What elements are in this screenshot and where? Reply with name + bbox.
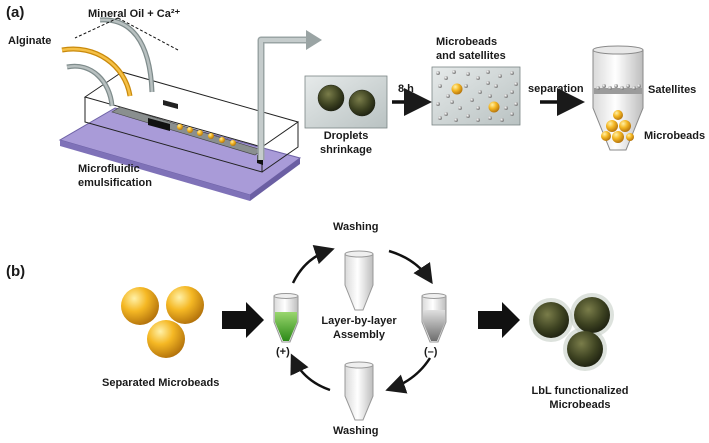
chip-platform-side-right [250, 158, 300, 201]
functionalized-beads [529, 293, 614, 371]
droplets-label-line1: Droplets [323, 130, 369, 142]
shrink-droplet-2 [348, 89, 376, 117]
thick-arrow-left [222, 302, 264, 338]
shrink-droplet-1 [317, 84, 345, 112]
separated-beads [121, 286, 204, 358]
separated-microbeads-label: Separated Microbeads [102, 377, 220, 389]
tube-minus [421, 293, 447, 343]
junction-block [148, 118, 170, 131]
tube-top [344, 250, 374, 311]
cycle-arrows [290, 245, 433, 394]
minus-label: (–) [424, 346, 438, 358]
washing-top-label: Washing [333, 221, 379, 233]
panel-a-tag: (a) [6, 4, 25, 21]
microbeads-label: Microbeads [644, 130, 706, 142]
lbl-assembly-line1: Layer-by-layer [321, 315, 397, 327]
oil-tube-lower-core [66, 64, 114, 107]
channel-droplets [177, 124, 236, 146]
tube-plus [273, 293, 299, 343]
lbl-assembly-line2: Assembly [333, 329, 385, 341]
chip-platform-side [60, 140, 250, 201]
label-connectors [74, 17, 179, 51]
droplets-label-line2: shrinkage [320, 144, 372, 156]
outlet-pipe-core [259, 38, 310, 160]
panel-b-tag: (b) [6, 263, 26, 280]
time-label: 8 h [398, 83, 414, 95]
oil-tube-upper-core [99, 18, 154, 93]
chip-glass-edge2 [261, 122, 299, 173]
outlet-pipe-arrowhead [306, 30, 322, 50]
tube-bottom [344, 361, 374, 421]
alginate-tube-core [61, 47, 132, 97]
separation-tube [592, 45, 644, 151]
plus-label: (+) [276, 346, 290, 358]
mineral-oil-label: Mineral Oil + Ca²⁺ [88, 8, 181, 20]
microfluidic-label-line1: Microfluidic [78, 163, 140, 175]
bead-in-box-2 [488, 101, 500, 113]
bead-in-box-1 [451, 83, 463, 95]
functionalized-label-line1: LbL functionalized [531, 385, 629, 397]
washing-bottom-label: Washing [333, 425, 379, 437]
alginate-label: Alginate [8, 35, 52, 47]
microfluidic-label-line2: emulsification [78, 177, 152, 189]
microfluidic-chip [58, 71, 302, 201]
satellite-dots [436, 70, 518, 122]
beads-sat-label-line2: and satellites [436, 50, 506, 62]
functionalized-label-line2: Microbeads [549, 399, 611, 411]
satellites-label: Satellites [648, 84, 697, 96]
thick-arrow-right [478, 302, 520, 338]
junction-block-2 [163, 100, 178, 109]
separation-label: separation [528, 83, 584, 95]
beads-sat-label-line1: Microbeads [436, 36, 498, 48]
